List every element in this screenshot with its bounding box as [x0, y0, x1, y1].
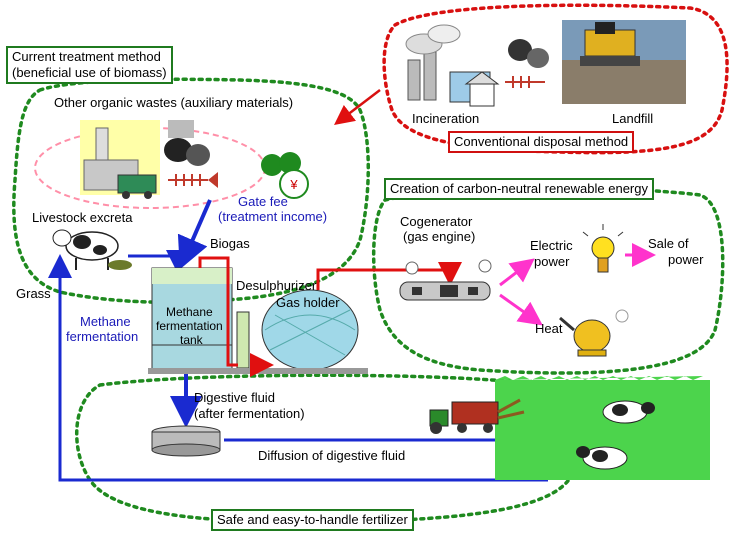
engine-to-heat-arrow — [499, 293, 543, 326]
livestock-to-tank-arrow — [128, 250, 190, 274]
desulphurizer-icon — [236, 311, 250, 369]
current-method-box: Current treatment method (beneficial use… — [6, 46, 173, 84]
light-bulb-icon — [582, 224, 624, 273]
cow-icon — [602, 400, 655, 424]
fertilizer-region — [74, 373, 582, 524]
current-method-line2: (beneficial use of biomass) — [12, 65, 167, 80]
tank-line2: fermentation — [156, 319, 223, 333]
gate-fee-line1: Gate fee — [238, 194, 288, 209]
svg-text:¥: ¥ — [289, 177, 298, 192]
fermentation-tank — [151, 267, 233, 373]
waste-to-tank-arrow — [177, 199, 212, 270]
engine-to-electric-arrow — [499, 258, 535, 287]
grass-label: Grass — [16, 286, 51, 301]
incineration-factory-icon — [405, 24, 500, 107]
tractor-icon — [429, 398, 525, 434]
tank-line3: tank — [180, 333, 203, 347]
gas-engine-icon — [399, 259, 492, 301]
storage-tank-icon — [151, 425, 221, 457]
garbage-bags-icon — [505, 39, 549, 88]
cow-icon — [576, 446, 628, 470]
sale-line2: power — [668, 252, 704, 267]
cogenerator-line2: (gas engine) — [403, 229, 476, 244]
conventional-box: Conventional disposal method — [448, 131, 635, 153]
garbage-bags-icon — [164, 120, 210, 166]
other-wastes-label: Other organic wastes (auxiliary material… — [54, 95, 294, 110]
factory-icon — [80, 120, 160, 199]
livestock-label: Livestock excreta — [32, 210, 133, 225]
landfill-label: Landfill — [612, 111, 654, 126]
sale-line1: Sale of — [648, 236, 689, 251]
creation-box: Creation of carbon-neutral renewable ene… — [384, 178, 654, 200]
desulphurizer-label: Desulphurizer — [236, 278, 317, 293]
incineration-label: Incineration — [412, 111, 480, 126]
biogas-label: Biogas — [210, 236, 250, 251]
cogenerator-line1: Cogenerator — [400, 214, 473, 229]
cow-icon — [52, 229, 132, 270]
current-method-line1: Current treatment method — [12, 49, 161, 64]
digestive-line1: Digestive fluid — [194, 390, 275, 405]
methane-line2: fermentation — [66, 329, 139, 344]
conventional-region — [382, 3, 729, 155]
gas-holder-label: Gas holder — [276, 295, 340, 310]
methane-line1: Methane — [80, 314, 131, 329]
digestive-line2: (after fermentation) — [194, 406, 305, 421]
gas-holder-to-engine-pipe — [316, 262, 462, 290]
landfill-bulldozer-icon — [562, 20, 686, 104]
heat-label: Heat — [535, 321, 563, 336]
money-bag-icon: ¥ — [261, 152, 309, 199]
gate-fee-line2: (treatment income) — [218, 209, 328, 224]
safe-box: Safe and easy-to-handle fertilizer — [211, 509, 414, 531]
conventional-arrow — [334, 89, 381, 126]
electric-line1: Electric — [530, 238, 573, 253]
fish-bone-icon — [168, 172, 218, 188]
biogas-pipe — [198, 256, 238, 367]
diffusion-label: Diffusion of digestive fluid — [258, 448, 406, 463]
ground-base — [148, 368, 368, 374]
tank-line1: Methane — [166, 305, 213, 319]
electric-line2: power — [534, 254, 570, 269]
grass-return-arrow — [48, 254, 548, 482]
kettle-icon — [559, 309, 629, 357]
